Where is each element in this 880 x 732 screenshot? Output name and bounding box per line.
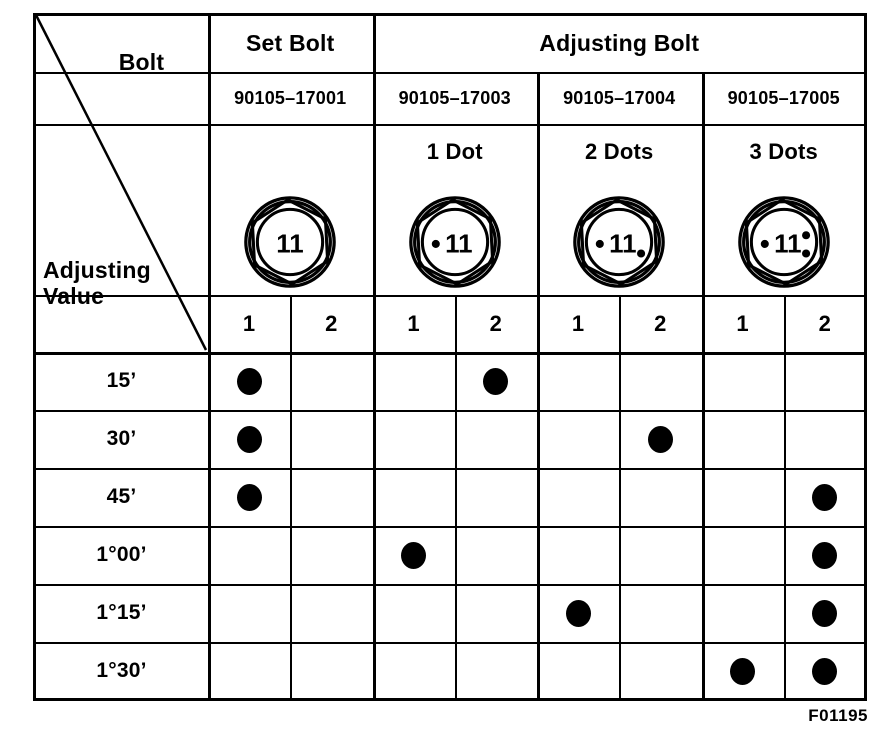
grid-line-horizontal bbox=[35, 72, 866, 74]
group-header-set-bolt: Set Bolt bbox=[246, 29, 335, 56]
grid-line-vertical bbox=[372, 295, 376, 700]
grid-line-horizontal bbox=[35, 468, 866, 470]
corner-label-line2: Value bbox=[43, 283, 105, 309]
grid-line-horizontal bbox=[35, 642, 866, 644]
grid-line-horizontal bbox=[35, 410, 866, 412]
sub-column-header-3: 2 bbox=[489, 310, 503, 336]
sub-column-header-1: 2 bbox=[325, 310, 338, 336]
svg-text:11: 11 bbox=[609, 231, 636, 259]
value-marker-dot bbox=[236, 425, 262, 453]
row-label-2: 45’ bbox=[106, 484, 137, 508]
group-header-adjusting-bolt: Adjusting Bolt bbox=[539, 29, 700, 56]
dot-label-2: 2 Dots bbox=[585, 139, 654, 165]
bolt-head-illustration-0-dot: 11 bbox=[242, 194, 338, 290]
grid-line-horizontal bbox=[35, 124, 866, 126]
grid-line-vertical bbox=[783, 295, 786, 700]
sub-column-header-0: 1 bbox=[242, 310, 256, 336]
value-marker-dot bbox=[236, 483, 262, 511]
bolt-head-illustration-1-dot: 11 bbox=[407, 194, 503, 290]
grid-line-vertical bbox=[208, 14, 211, 700]
grid-line-vertical bbox=[701, 295, 705, 700]
svg-text:11: 11 bbox=[445, 231, 472, 259]
dot-label-1: 1 Dot bbox=[426, 139, 483, 165]
value-marker-dot bbox=[812, 657, 838, 685]
bolt-head-illustration-2-dot: 11 bbox=[571, 194, 667, 290]
sub-column-header-2: 1 bbox=[407, 310, 420, 336]
corner-label-bolt: Bolt bbox=[118, 48, 165, 75]
corner-diagonal-divider bbox=[34, 14, 208, 351]
value-marker-dot bbox=[812, 599, 838, 627]
grid-line-vertical bbox=[701, 72, 705, 295]
part-number-3: 90105–17005 bbox=[727, 87, 840, 108]
row-label-0: 15’ bbox=[106, 368, 137, 392]
value-marker-dot bbox=[812, 483, 838, 511]
bolt-head-illustration-3-dot: 11 bbox=[736, 194, 832, 290]
svg-text:11: 11 bbox=[774, 231, 801, 259]
value-marker-dot bbox=[812, 541, 838, 569]
grid-line-horizontal bbox=[35, 352, 866, 355]
row-label-1: 30’ bbox=[106, 426, 137, 450]
grid-line-horizontal bbox=[35, 584, 866, 586]
value-marker-dot bbox=[730, 657, 756, 685]
part-number-0: 90105–17001 bbox=[234, 87, 347, 108]
sub-column-header-6: 1 bbox=[736, 310, 749, 336]
figure-caption: F01195 bbox=[808, 706, 868, 725]
part-number-1: 90105–17003 bbox=[398, 87, 511, 108]
row-label-5: 1°30’ bbox=[96, 658, 147, 682]
part-number-2: 90105–17004 bbox=[563, 87, 676, 108]
sub-column-header-4: 1 bbox=[571, 310, 585, 336]
grid-line-vertical bbox=[290, 295, 293, 700]
sub-column-header-5: 2 bbox=[654, 310, 667, 336]
value-marker-dot bbox=[483, 367, 509, 395]
row-label-3: 1°00’ bbox=[96, 542, 147, 566]
table-outer-border bbox=[33, 13, 867, 701]
value-marker-dot bbox=[236, 367, 262, 395]
value-marker-dot bbox=[565, 599, 591, 627]
grid-line-vertical bbox=[619, 295, 622, 700]
corner-label-line1: Adjusting bbox=[43, 256, 151, 283]
dot-label-3: 3 Dots bbox=[749, 139, 818, 165]
svg-text:11: 11 bbox=[277, 231, 304, 259]
sub-column-header-7: 2 bbox=[818, 310, 832, 336]
grid-line-vertical bbox=[537, 295, 540, 700]
grid-line-vertical bbox=[537, 72, 540, 295]
value-marker-dot bbox=[647, 425, 673, 453]
row-label-4: 1°15’ bbox=[96, 600, 147, 624]
grid-line-vertical bbox=[454, 295, 457, 700]
grid-line-vertical bbox=[372, 14, 376, 295]
grid-line-horizontal bbox=[35, 526, 866, 528]
grid-line-horizontal bbox=[35, 295, 866, 297]
value-marker-dot bbox=[401, 541, 427, 569]
